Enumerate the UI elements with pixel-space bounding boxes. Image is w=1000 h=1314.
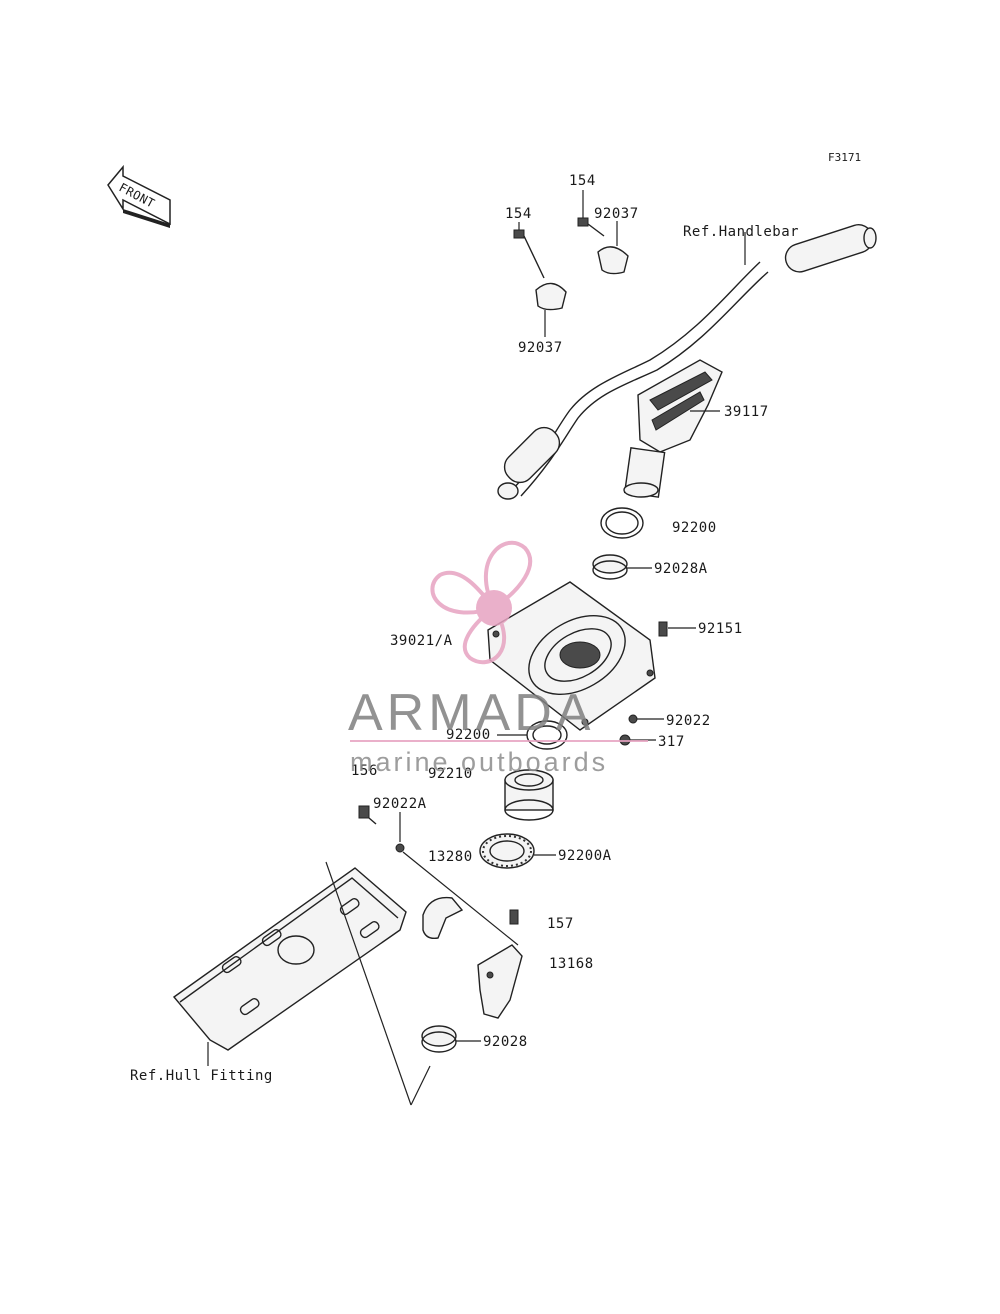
part-154-top-label: 154 [569, 173, 596, 189]
part-157-bolt: 157 [509, 909, 574, 932]
part-39117-label: 39117 [724, 404, 769, 420]
part-92022A-label: 92022A [373, 796, 427, 812]
part-92151-screw: 92151 [658, 621, 743, 637]
part-92200-mid-label: 92200 [446, 727, 491, 743]
ref-hull-fitting-label: Ref.Hull Fitting [130, 1068, 273, 1084]
part-92028-bushing: 92028 [421, 1025, 528, 1053]
part-154-bolt-top: 154 [569, 173, 605, 237]
part-156-label: 156 [351, 763, 378, 779]
part-92028-label: 92028 [483, 1034, 528, 1050]
part-92200-upper-label: 92200 [672, 520, 717, 536]
part-92037-clamp-top: 92037 [594, 206, 639, 275]
part-92200A-bearing: 92200A [479, 833, 612, 869]
part-39021A-label: 39021/A [390, 633, 453, 649]
part-39021A-cover: 39021/A [390, 581, 656, 731]
part-92200-mid-seal: 92200 [446, 720, 568, 750]
part-92210-label: 92210 [428, 766, 473, 782]
part-13168-arm: 13168 [477, 944, 594, 1019]
part-13168-label: 13168 [549, 956, 594, 972]
part-154-bolt-left: 154 [505, 206, 545, 279]
part-arm-small [422, 896, 464, 940]
part-92028A-label: 92028A [654, 561, 708, 577]
watermark-brand: ARMADA [348, 684, 594, 742]
part-92200A-label: 92200A [558, 848, 612, 864]
part-39117-column: 39117 [623, 359, 769, 498]
part-92028A-bushing: 92028A [592, 554, 708, 580]
part-92210-nut: 92210 [428, 766, 554, 821]
ref-handlebar-label: Ref.Handlebar [683, 224, 799, 240]
part-92037-bottom-label: 92037 [518, 340, 563, 356]
armada-watermark-logo: ARMADA marine outboards [348, 540, 648, 777]
part-92037-top-label: 92037 [594, 206, 639, 222]
watermark-tagline: marine outboards [350, 747, 608, 777]
part-92022A-washer: 92022A [373, 796, 427, 853]
part-92151-label: 92151 [698, 621, 743, 637]
figure-code: F3171 [828, 151, 861, 164]
part-92022-washer: 92022 [628, 713, 711, 729]
hull-fitting-ref: Ref.Hull Fitting [130, 867, 407, 1084]
part-92200-upper-seal: 92200 [600, 507, 717, 539]
part-156-bolt: 156 [351, 763, 378, 825]
part-92022-label: 92022 [666, 713, 711, 729]
part-13280-label: 13280 [428, 849, 473, 865]
propeller-icon [430, 540, 533, 665]
handlebar-ref: Ref.Handlebar [497, 224, 877, 500]
part-92037-clamp-left: 92037 [518, 282, 567, 356]
part-154-left-label: 154 [505, 206, 532, 222]
front-arrow-icon: FRONT [107, 164, 171, 228]
part-157-label: 157 [547, 916, 574, 932]
part-317-label: 317 [658, 734, 685, 750]
